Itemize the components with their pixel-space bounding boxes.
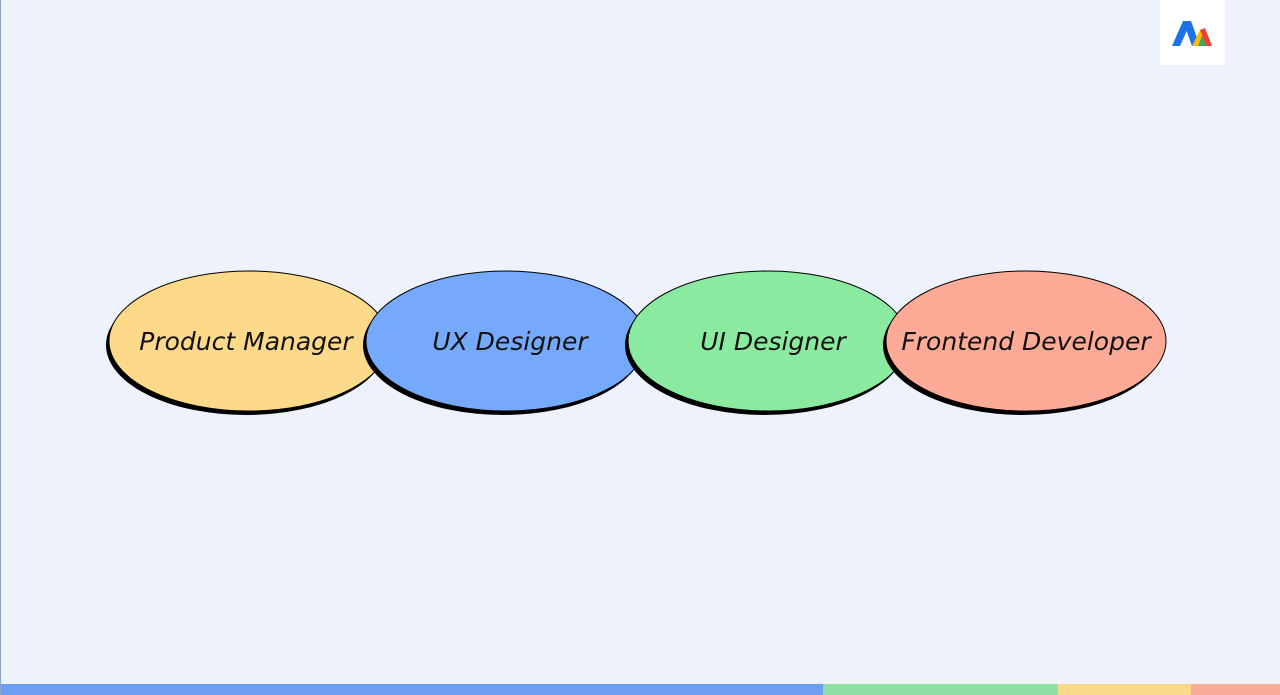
role-label: UI Designer xyxy=(700,327,847,356)
role-node-ellipse xyxy=(885,270,1167,412)
bar-segment-green xyxy=(823,684,1058,695)
role-label: Frontend Developer xyxy=(901,327,1152,356)
role-node-4 xyxy=(883,270,1167,415)
bar-segment-blue xyxy=(1,684,823,695)
bottom-color-bar xyxy=(1,684,1280,695)
role-label: UX Designer xyxy=(432,327,589,356)
brand-mountain-icon xyxy=(1172,21,1212,46)
role-node-1 xyxy=(106,270,390,415)
role-node-2 xyxy=(363,270,647,415)
bar-segment-yellow xyxy=(1058,684,1191,695)
bar-segment-red xyxy=(1191,684,1280,695)
logo xyxy=(1160,0,1225,65)
role-node-3 xyxy=(625,270,909,415)
role-label: Product Manager xyxy=(139,327,354,356)
